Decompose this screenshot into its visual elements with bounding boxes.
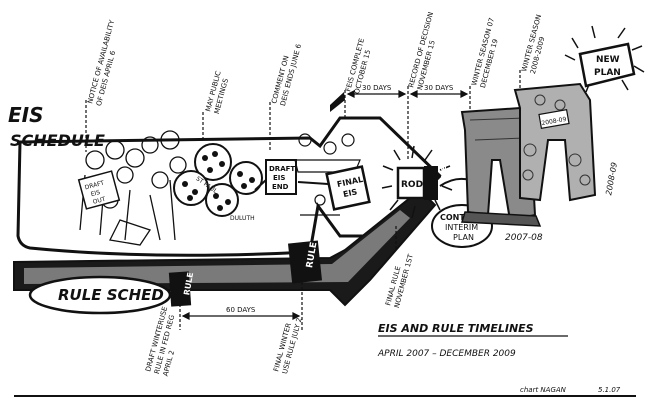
interval-30-days-b-label: 30 DAYS [424, 84, 454, 92]
interval-60-days-label: 60 DAYS [226, 306, 256, 314]
svg-text:OUT: OUT [92, 196, 106, 206]
svg-text:PLAN: PLAN [594, 68, 621, 78]
arrow-to-final [297, 181, 329, 185]
milestone-label-5: RECORD OF DECISION NOVEMBER 15 [407, 11, 437, 91]
rule-tag-2: RULE [305, 241, 319, 268]
eis-schedule-label: EIS SCHEDULE [8, 103, 105, 150]
svg-text:RULE: RULE [440, 165, 448, 186]
svg-text:EIS: EIS [342, 187, 358, 199]
interval-30-days-a [346, 90, 407, 98]
rod-card: ROD [396, 166, 426, 200]
milestone-label-7: WINTER SEASON 2008-2009 [520, 14, 546, 75]
draft-eis-out-card: DRAFT EIS OUT [77, 170, 121, 210]
milestone-label-6: WINTER SEASON 07 DECEMBER 19 [470, 17, 499, 89]
svg-text:PLAN: PLAN [453, 233, 474, 242]
milestone-label-1: NOTICE OF AVAILABILITY OF DEIS APRIL 6 [86, 19, 117, 107]
final-eis-card: FINAL EIS [325, 165, 371, 211]
interval-60-days [181, 312, 301, 320]
milestone-label-2: MAY PUBLIC MEETINGS [204, 70, 230, 115]
top-milestone-lines [85, 70, 521, 160]
arch-2008-side-label: 2008-09 [604, 162, 619, 196]
svg-text:DRAFT: DRAFT [269, 165, 295, 173]
new-plan-burst [564, 25, 645, 93]
arch-2008-card-label: 2008-09 [541, 116, 567, 127]
rule-tag-1: RULE [182, 272, 195, 296]
new-plan-sign: NEW PLAN [578, 42, 636, 88]
eis-label: EIS [8, 103, 44, 127]
arrow-to-draft-end [254, 179, 267, 191]
draft-eis-end-card: DRAFT EIS END [265, 159, 297, 195]
bottom-milestone-label-2: FINAL WINTER USE RULE JULY 2 [272, 317, 303, 375]
rule-sched-text: RULE SCHED [58, 286, 164, 304]
svg-text:INTERIM: INTERIM [445, 223, 478, 232]
footer-credit: chart NAGAN [520, 386, 567, 394]
duluth-label: DULUTH [230, 215, 255, 222]
bottom-milestone-lines [179, 226, 397, 330]
svg-text:EIS: EIS [90, 189, 101, 198]
svg-text:DRAFT: DRAFT [84, 179, 105, 191]
footer-date: 5.1.07 [598, 386, 621, 394]
svg-text:END: END [272, 183, 289, 191]
svg-text:EIS: EIS [273, 174, 285, 182]
meeting-dots [182, 151, 255, 211]
svg-text:NEW: NEW [596, 55, 620, 65]
rod-rule-card: RULE [424, 165, 448, 200]
arch-2008-sketch [513, 82, 597, 202]
schedule-label: SCHEDULE [10, 131, 105, 150]
milestone-label-3: COMMENT ON DEIS ENDS JUNE 6 [270, 43, 303, 107]
rod-burst [381, 145, 453, 219]
arch-2007-sketch [460, 106, 542, 227]
interval-30-days-a-label: 30 DAYS [362, 84, 392, 92]
svg-text:ROD: ROD [401, 180, 423, 190]
rule-sched-label: RULE SCHED [28, 275, 172, 315]
public-meetings-cluster [173, 143, 263, 217]
arch-2007-label: 2007-08 [505, 233, 543, 243]
diagram-date-range: APRIL 2007 – DECEMBER 2009 [377, 349, 516, 359]
diagram-title: EIS AND RULE TIMELINES [378, 322, 534, 335]
rule-schedule-bar [13, 188, 437, 307]
interval-30-days-b [409, 90, 469, 98]
